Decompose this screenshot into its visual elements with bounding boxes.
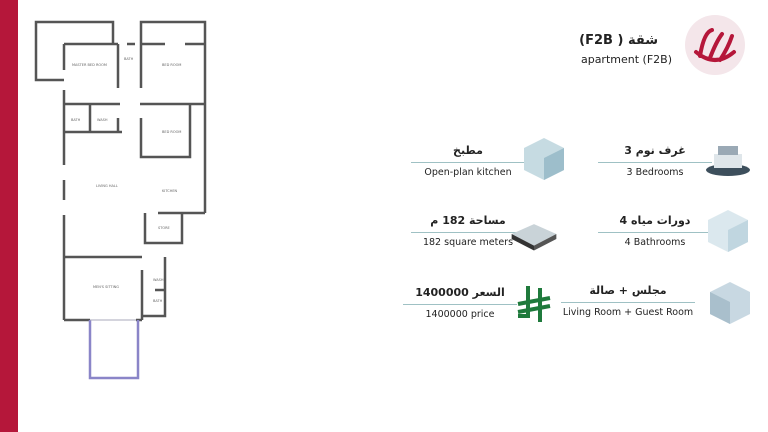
feature-label-ar: غرف نوم 3 xyxy=(624,144,686,157)
room-label: BATH xyxy=(153,299,163,303)
feature-bedrooms: غرف نوم 3 3 Bedrooms xyxy=(590,143,720,180)
riyal-currency-icon xyxy=(517,286,551,322)
divider xyxy=(411,162,525,163)
apartment-title-english: apartment (F2B) xyxy=(580,53,672,66)
floorplan-3d-icon xyxy=(511,224,557,251)
living-room-icon xyxy=(710,282,750,324)
brand-logo xyxy=(685,15,745,75)
feature-bathrooms: دورات مياه 4 4 Bathrooms xyxy=(590,213,720,250)
feature-kitchen: مطبخ Open-plan kitchen xyxy=(403,143,533,180)
bedroom-icon xyxy=(706,146,750,176)
kitchen-icon xyxy=(524,138,564,180)
room-label: MEN'S SITTING xyxy=(93,285,119,289)
feature-label-ar: مطبخ xyxy=(453,144,483,157)
feature-label-ar: السعر 1400000 xyxy=(415,286,505,299)
feature-price: السعر 1400000 1400000 price xyxy=(395,285,525,322)
room-label: STORE xyxy=(158,226,170,230)
room-label: MASTER BED ROOM xyxy=(72,63,107,67)
divider xyxy=(598,232,712,233)
feature-area: مساحة 182 م 182 square meters xyxy=(403,213,533,250)
room-label: BATH xyxy=(71,118,81,122)
divider xyxy=(403,304,517,305)
feature-label-ar: مجلس + صالة xyxy=(589,284,667,297)
room-label: WASH xyxy=(153,278,164,282)
feature-label-en: 3 Bedrooms xyxy=(626,167,684,178)
room-label: KITCHEN xyxy=(162,189,178,193)
room-label: WASH xyxy=(97,118,108,122)
feature-living-guest-room: مجلس + صالة Living Room + Guest Room xyxy=(553,283,703,320)
divider xyxy=(561,302,695,303)
apartment-title-arabic: شقة ( F2B) xyxy=(579,33,658,48)
room-label: BED ROOM xyxy=(162,130,181,134)
divider xyxy=(598,162,712,163)
bathroom-icon xyxy=(708,210,748,252)
room-label: LIVING HALL xyxy=(96,184,118,188)
feature-label-en: Open-plan kitchen xyxy=(424,167,512,178)
floor-plan: MASTER BED ROOM BATH BED ROOM BATH WASH … xyxy=(34,20,207,380)
feature-label-ar: مساحة 182 م xyxy=(430,214,506,227)
feature-label-en: 1400000 price xyxy=(425,309,495,320)
divider xyxy=(411,232,525,233)
brand-sidebar-bar xyxy=(0,0,18,432)
room-label: BED ROOM xyxy=(162,63,181,67)
feature-label-ar: دورات مياه 4 xyxy=(619,214,691,227)
feature-label-en: 182 square meters xyxy=(422,237,514,248)
feature-label-en: 4 Bathrooms xyxy=(624,237,686,248)
feature-label-en: Living Room + Guest Room xyxy=(562,307,694,318)
room-label: BATH xyxy=(124,57,134,61)
